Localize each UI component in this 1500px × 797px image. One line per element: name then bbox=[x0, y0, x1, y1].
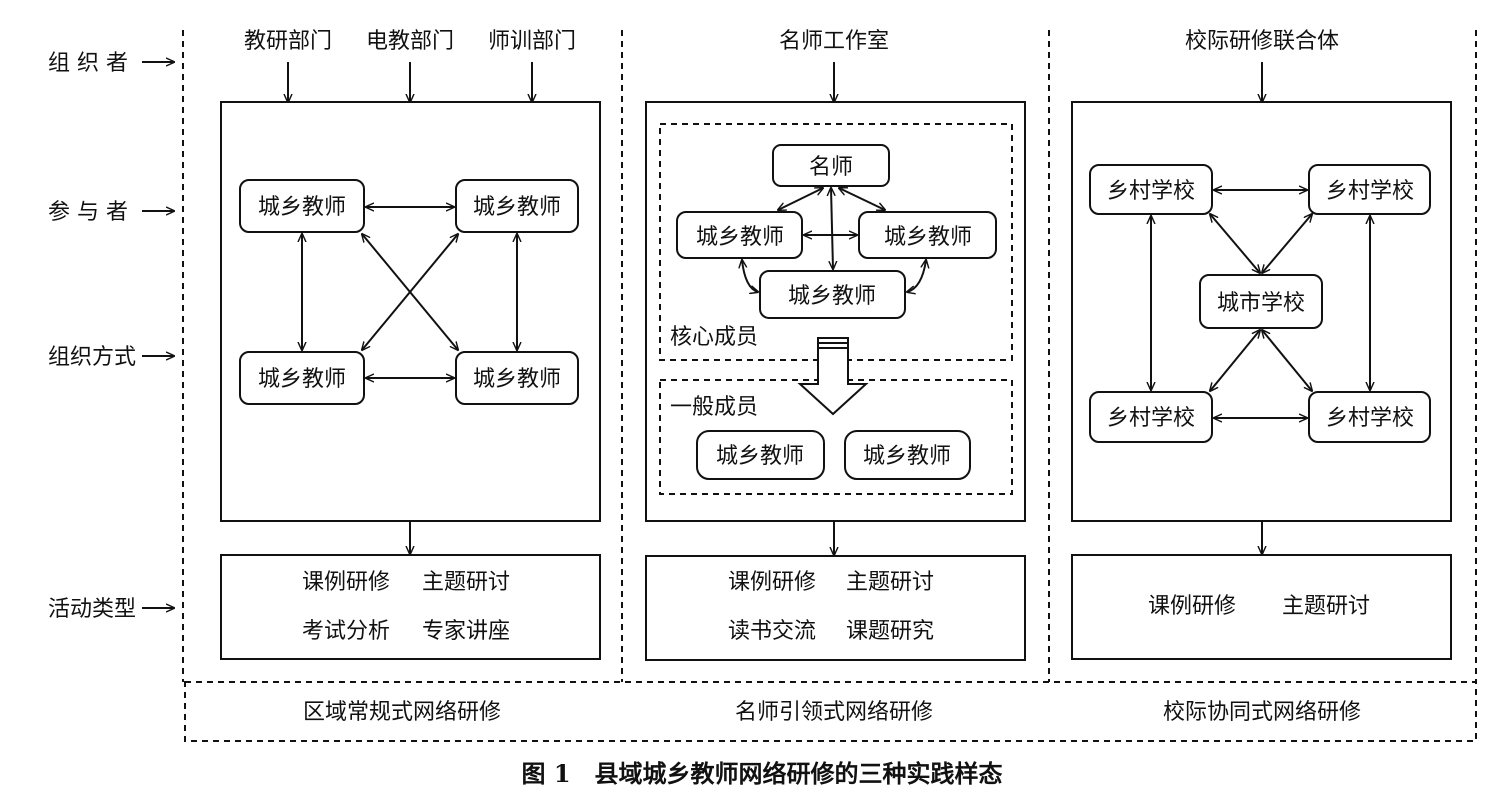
activity-box bbox=[1071, 554, 1452, 660]
link-arrow bbox=[907, 260, 926, 292]
link-arrow bbox=[1210, 214, 1260, 273]
mode-label: 名师引领式网络研修 bbox=[735, 700, 933, 725]
row-label-text: 组 织 者 bbox=[48, 51, 128, 76]
teacher-node: 城乡教师 bbox=[676, 211, 803, 259]
mode-label: 校际协同式网络研修 bbox=[1163, 700, 1361, 725]
link-arrow bbox=[831, 188, 833, 269]
activity-box bbox=[645, 555, 1026, 661]
link-arrow bbox=[839, 188, 885, 210]
row-label-text: 活动类型 bbox=[48, 597, 136, 622]
teacher-node: 城乡教师 bbox=[759, 270, 906, 319]
activity-label: 考试分析 bbox=[302, 619, 390, 644]
node-label: 乡村学校 bbox=[1107, 406, 1195, 431]
row-label-participant: 参 与 者 bbox=[48, 200, 174, 225]
rural-school-node: 乡村学校 bbox=[1089, 164, 1213, 215]
teacher-node: 城乡教师 bbox=[239, 351, 365, 405]
core-members-label: 核心成员 bbox=[670, 325, 758, 350]
node-label: 城乡教师 bbox=[884, 225, 972, 250]
row-label-organizer: 组 织 者 bbox=[48, 51, 174, 76]
row-label-organization-mode: 组织方式 bbox=[48, 345, 174, 370]
figure-caption: 图 1 县域城乡教师网络研修的三种实践样态 bbox=[521, 759, 1002, 788]
row-labels: 组 织 者 参 与 者 组织方式 活动类型 bbox=[48, 51, 174, 622]
activity-label: 主题研讨 bbox=[1282, 594, 1370, 619]
hollow-down-arrow bbox=[797, 337, 869, 416]
row-label-text: 参 与 者 bbox=[48, 200, 128, 225]
node-label: 城乡教师 bbox=[473, 367, 561, 392]
teacher-node: 城乡教师 bbox=[858, 211, 997, 259]
row-label-activity-type: 活动类型 bbox=[48, 597, 174, 622]
teacher-node: 城乡教师 bbox=[844, 430, 971, 480]
activity-label: 课例研修 bbox=[302, 570, 390, 595]
link-arrow bbox=[1210, 330, 1260, 391]
link-arrow bbox=[1262, 214, 1312, 273]
activity-label: 主题研讨 bbox=[422, 570, 510, 595]
organizer-label: 电教部门 bbox=[366, 29, 454, 54]
link-arrow bbox=[1262, 330, 1312, 391]
famous-teacher-node: 名师 bbox=[772, 144, 890, 187]
node-label: 城乡教师 bbox=[716, 444, 804, 469]
organizer-label: 名师工作室 bbox=[779, 29, 889, 54]
node-label: 城乡教师 bbox=[863, 444, 951, 469]
organizer-label: 校际研修联合体 bbox=[1185, 29, 1339, 54]
teacher-node: 城乡教师 bbox=[455, 351, 579, 405]
rural-school-node: 乡村学校 bbox=[1308, 164, 1431, 215]
general-members-label: 一般成员 bbox=[670, 395, 758, 420]
link-arrow bbox=[778, 188, 823, 210]
node-label: 名师 bbox=[809, 155, 853, 180]
node-label: 城乡教师 bbox=[258, 367, 346, 392]
teacher-node: 城乡教师 bbox=[455, 179, 579, 233]
activity-label: 读书交流 bbox=[728, 619, 816, 644]
node-label: 乡村学校 bbox=[1107, 179, 1195, 204]
node-label: 城乡教师 bbox=[473, 195, 561, 220]
column-famous-teacher: 名师工作室 名师 城乡教师 城乡教师 城乡教师 核心成员 一般成员 bbox=[645, 29, 1026, 661]
organization-box bbox=[220, 101, 601, 522]
link-arrow bbox=[362, 234, 458, 350]
city-school-node: 城市学校 bbox=[1199, 274, 1323, 329]
organizer-label: 师训部门 bbox=[488, 29, 576, 54]
activity-label: 课题研究 bbox=[846, 619, 934, 644]
link-arrow bbox=[742, 260, 758, 292]
node-label: 城乡教师 bbox=[258, 195, 346, 220]
teacher-node: 城乡教师 bbox=[696, 430, 825, 480]
mode-label: 区域常规式网络研修 bbox=[303, 700, 501, 725]
rural-school-node: 乡村学校 bbox=[1308, 391, 1431, 443]
teacher-node: 城乡教师 bbox=[239, 179, 365, 233]
column-inter-school: 校际研修联合体 乡村学校 乡村学校 城市学校 乡村学校 乡村学校 bbox=[1071, 29, 1452, 660]
rural-school-node: 乡村学校 bbox=[1089, 391, 1213, 443]
activity-label: 课例研修 bbox=[728, 570, 816, 595]
node-label: 城乡教师 bbox=[788, 284, 876, 309]
node-label: 城市学校 bbox=[1217, 291, 1305, 316]
column-regional: 教研部门 电教部门 师训部门 城乡教师 城乡教师 城乡教师 城乡教师 bbox=[220, 29, 601, 660]
mode-band bbox=[184, 681, 1477, 742]
activity-label: 课例研修 bbox=[1148, 594, 1236, 619]
activity-label: 专家讲座 bbox=[422, 619, 510, 644]
node-label: 乡村学校 bbox=[1326, 406, 1414, 431]
activity-label: 主题研讨 bbox=[846, 570, 934, 595]
node-label: 城乡教师 bbox=[696, 225, 784, 250]
organizer-label: 教研部门 bbox=[244, 29, 332, 54]
row-label-text: 组织方式 bbox=[48, 345, 136, 370]
node-label: 乡村学校 bbox=[1326, 179, 1414, 204]
activity-box bbox=[220, 554, 601, 660]
